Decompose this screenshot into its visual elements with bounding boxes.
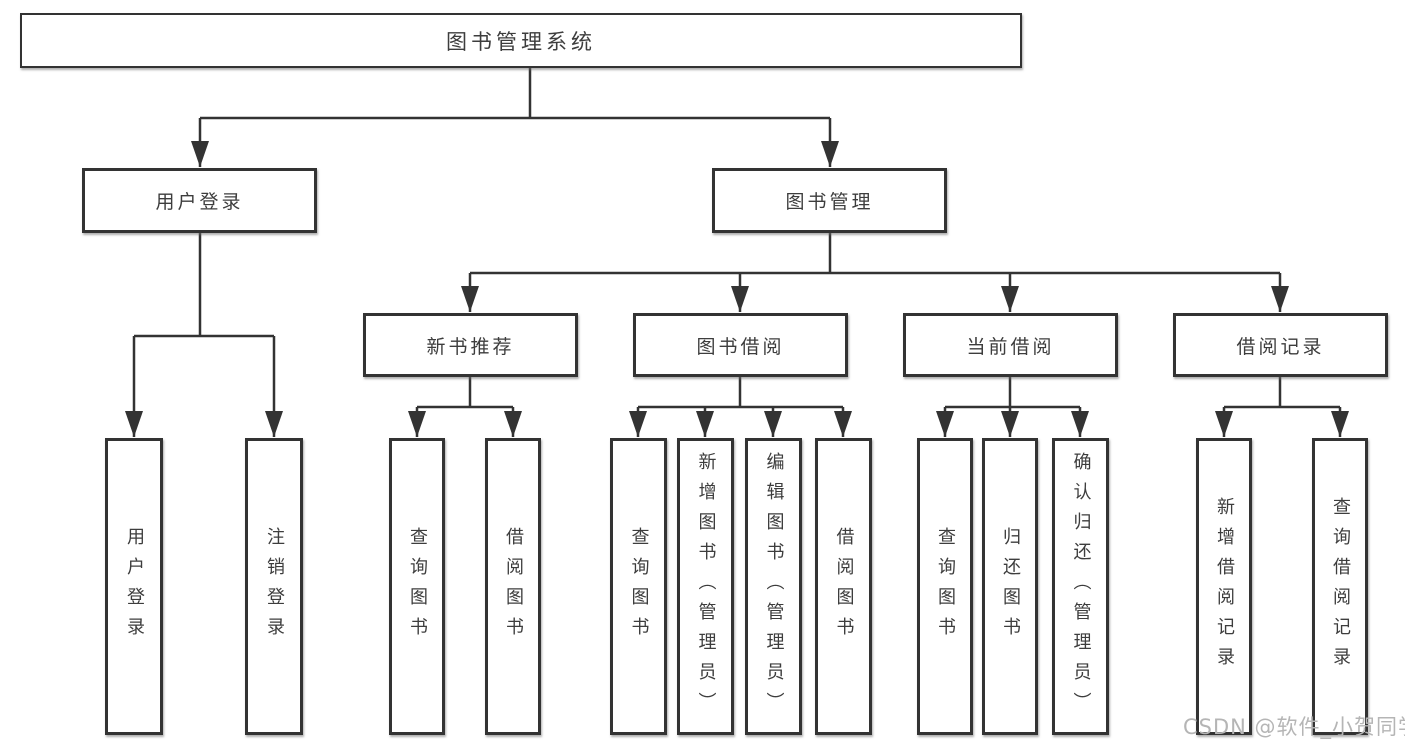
- node-book-borrowing: 图书借阅: [633, 313, 848, 377]
- leaf-query-books-current: 查询图书: [917, 438, 973, 735]
- leaf-confirm-return-admin: 确认归还（管理员）: [1052, 438, 1109, 735]
- node-user-login: 用户登录: [82, 168, 317, 233]
- node-library-management-system: 图书管理系统: [20, 13, 1022, 68]
- node-book-management: 图书管理: [712, 168, 947, 233]
- node-borrowing-records: 借阅记录: [1173, 313, 1388, 377]
- leaf-borrow-books-recommend: 借阅图书: [485, 438, 541, 735]
- leaf-query-books-borrow: 查询图书: [610, 438, 667, 735]
- leaf-edit-book-admin: 编辑图书（管理员）: [745, 438, 802, 735]
- csdn-watermark: CSDN @软件_小贺同学: [1183, 715, 1405, 739]
- leaf-borrow-books-borrow: 借阅图书: [815, 438, 872, 735]
- leaf-add-book-admin: 新增图书（管理员）: [677, 438, 734, 735]
- leaf-query-books-recommend: 查询图书: [389, 438, 445, 735]
- node-new-book-recommend: 新书推荐: [363, 313, 578, 377]
- leaf-user-login: 用户登录: [105, 438, 163, 735]
- leaf-add-borrow-record: 新增借阅记录: [1196, 438, 1252, 735]
- node-current-borrowing: 当前借阅: [903, 313, 1118, 377]
- leaf-query-borrow-record: 查询借阅记录: [1312, 438, 1368, 735]
- leaf-return-books: 归还图书: [982, 438, 1038, 735]
- leaf-logout: 注销登录: [245, 438, 303, 735]
